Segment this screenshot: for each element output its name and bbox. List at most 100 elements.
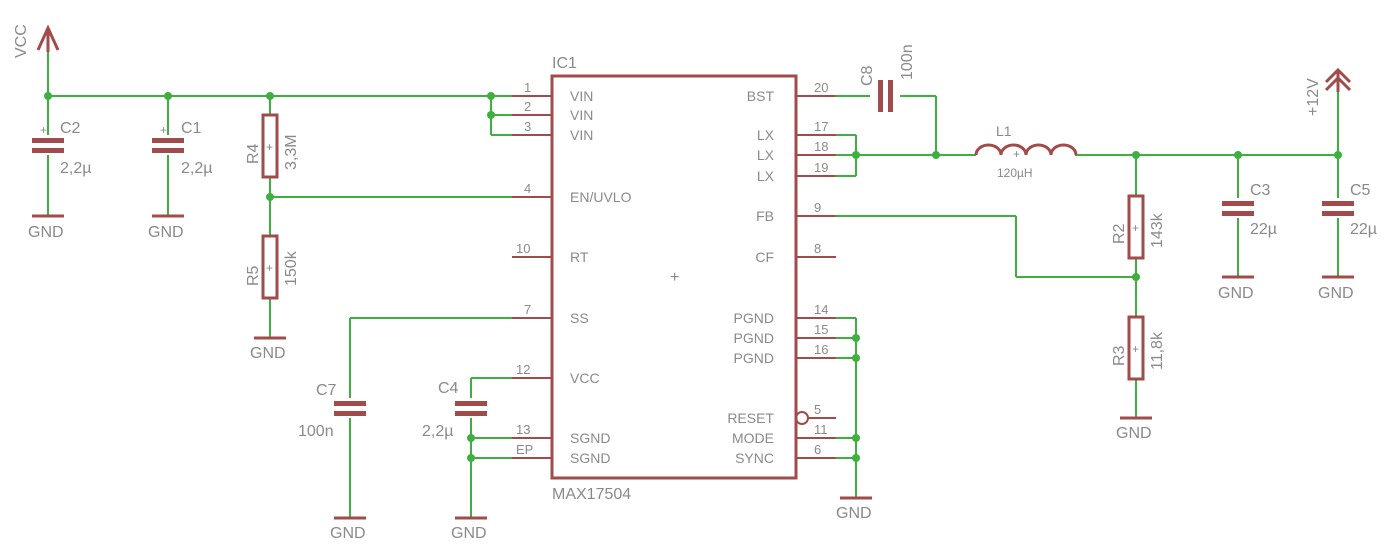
component-name: R4 (245, 143, 262, 164)
component-value: 2,2µ (422, 423, 453, 440)
out-arrow-icon (1324, 67, 1352, 92)
component-value: 143k (1149, 212, 1166, 248)
junction-dot (932, 151, 940, 159)
component-value: 3,3M (283, 134, 300, 170)
pin-label: MODE (732, 430, 774, 446)
junction-dot (852, 454, 860, 462)
component-name: L1 (996, 123, 1012, 139)
resistor-r2: + R2 143k (1111, 194, 1166, 260)
reset-inversion-bubble (795, 411, 809, 425)
pin-label: PGND (734, 350, 774, 366)
vcc-arrow-icon (36, 24, 60, 52)
gnd-label: GND (1318, 285, 1354, 302)
out-label: +12V (1305, 78, 1322, 116)
pin-number: 12 (516, 362, 530, 377)
junction-dot (44, 92, 52, 100)
pin-number: 3 (524, 119, 531, 134)
ic-name: IC1 (552, 55, 577, 72)
component-name: C7 (316, 382, 337, 399)
capacitor-c2: + C2 2,2µ (32, 120, 91, 177)
junction-dot (852, 434, 860, 442)
capacitor-c7: C7 100n (298, 382, 366, 440)
pin-label: LX (757, 127, 775, 143)
pin-label: VIN (570, 127, 593, 143)
inductor-l1: + L1 120µH (974, 123, 1078, 180)
pin-number: 15 (814, 322, 828, 337)
capacitor-c8: C8 100n (859, 44, 916, 112)
pin-number: 16 (814, 342, 828, 357)
gnd-label: GND (250, 345, 286, 362)
pin-number: EP (516, 442, 533, 457)
pin-number: 8 (814, 241, 821, 256)
pin-label: FB (756, 208, 774, 224)
component-name: C3 (1250, 182, 1271, 199)
pin-number: 14 (814, 302, 828, 317)
gnd-label: GND (1218, 285, 1254, 302)
junction-dot (467, 434, 475, 442)
gnd-label: GND (451, 525, 487, 542)
pin-label: LX (757, 168, 775, 184)
component-value: 100n (298, 423, 334, 440)
junction-dot (1234, 151, 1242, 159)
pin-number: 6 (814, 442, 821, 457)
junction-dot (1132, 151, 1140, 159)
junction-dot (467, 454, 475, 462)
gnd-label: GND (836, 505, 872, 522)
capacitor-c4: C4 2,2µ (422, 380, 487, 440)
ic1: IC1 MAX17504 + 1 VIN 2 VIN 3 VIN 4 EN/UV… (512, 55, 836, 503)
pin-label: SYNC (735, 450, 774, 466)
pin-number: 20 (814, 80, 828, 95)
gnd-label: GND (28, 224, 64, 241)
vcc-label: VCC (13, 24, 30, 58)
ic-center-mark: + (670, 269, 679, 286)
capacitor-c5: C5 22µ (1322, 182, 1377, 238)
pin-label: SGND (570, 430, 610, 446)
component-name: C2 (60, 120, 81, 137)
junction-dot (852, 151, 860, 159)
grounds: GND GND GND GND GND GND GND GND GND (28, 214, 1354, 542)
svg-text:+: + (266, 140, 273, 154)
pin-number: 19 (814, 160, 828, 175)
wires (47, 50, 1339, 518)
resistor-r3: + R3 11,8k (1111, 315, 1166, 381)
pin-label: SGND (570, 450, 610, 466)
pin-number: 2 (524, 99, 531, 114)
pin-label: RESET (727, 410, 774, 426)
component-name: R2 (1111, 223, 1128, 244)
pin-label: VIN (570, 107, 593, 123)
component-value: 11,8k (1149, 331, 1166, 370)
svg-text:+: + (160, 123, 167, 137)
pin-number: 4 (524, 181, 531, 196)
pin-number: 17 (814, 119, 828, 134)
component-value: 150k (283, 250, 300, 286)
svg-text:+: + (1013, 147, 1020, 161)
pin-label: PGND (734, 330, 774, 346)
pin-number: 10 (516, 241, 530, 256)
ic-body (550, 74, 798, 480)
pin-number: 1 (524, 80, 531, 95)
component-name: R5 (245, 265, 262, 286)
junction-dot (266, 193, 274, 201)
pin-number: 13 (516, 422, 530, 437)
svg-text:+: + (1132, 221, 1139, 235)
pin-number: 7 (524, 302, 531, 317)
ic-part: MAX17504 (552, 486, 631, 503)
junctions (44, 92, 1342, 462)
vcc-supply: VCC (13, 24, 60, 58)
component-value: 100n (899, 44, 916, 80)
component-name: C5 (1350, 182, 1371, 199)
component-name: C8 (859, 65, 876, 86)
pin-label: VCC (570, 370, 600, 386)
capacitor-c3: C3 22µ (1222, 182, 1277, 238)
right-pins: 20 BST 17 LX 18 LX 19 LX 9 FB 8 CF 14 PG… (727, 80, 836, 466)
component-value: 22µ (1350, 221, 1377, 238)
pin-label: EN/UVLO (570, 189, 632, 205)
pin-label: BST (747, 88, 775, 104)
gnd-label: GND (1116, 425, 1152, 442)
component-value: 120µH (997, 166, 1033, 180)
junction-dot (266, 92, 274, 100)
pin-label: CF (755, 249, 774, 265)
junction-dot (852, 334, 860, 342)
junction-dot (164, 92, 172, 100)
